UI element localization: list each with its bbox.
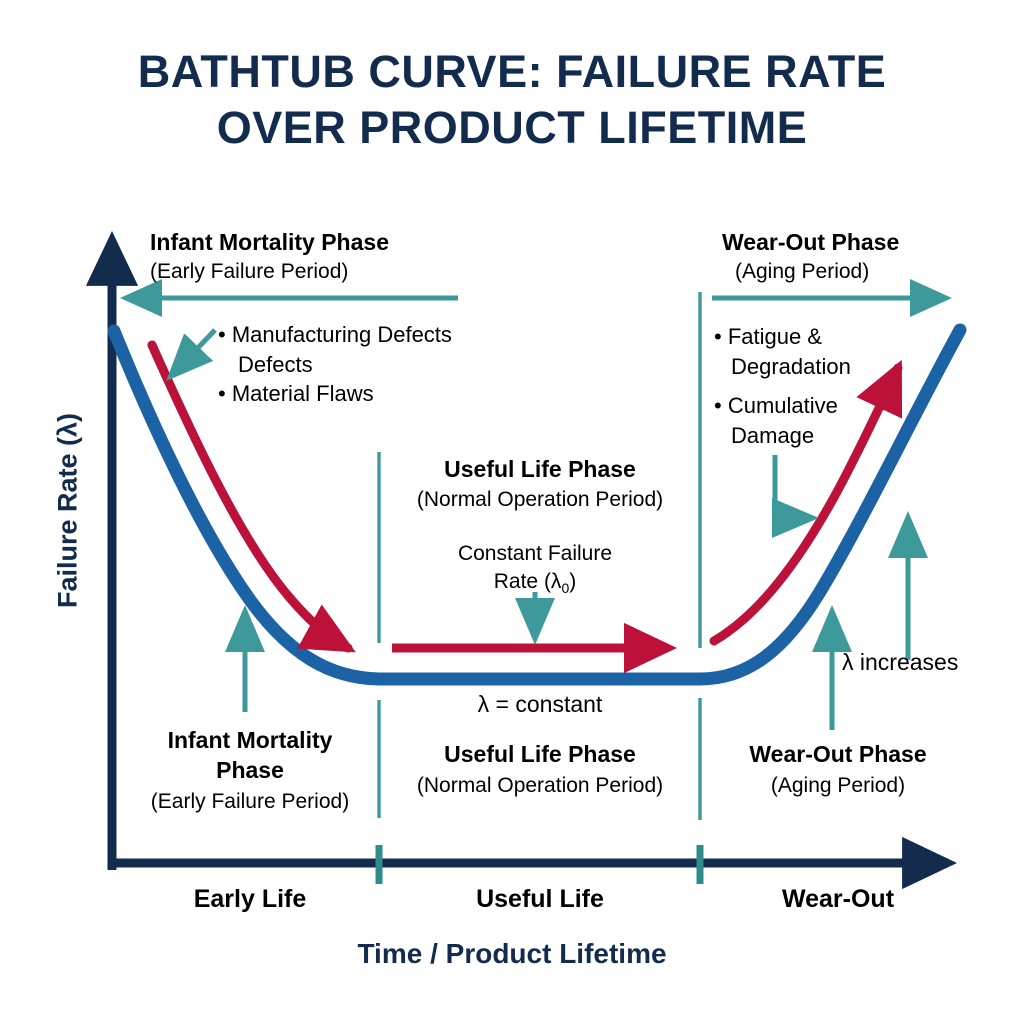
useful-phase-subheading: (Normal Operation Period): [416, 488, 664, 511]
cumulative-damage-pointer-arrow: [772, 455, 819, 538]
infant-bottom-heading-line2: Phase: [216, 757, 284, 783]
x-axis-title: Time / Product Lifetime: [357, 938, 667, 969]
wearout-bullet-1: • Fatigue &: [714, 324, 822, 349]
infant-bottom-heading-line1: Infant Mortality: [167, 727, 333, 753]
infant-phase-heading: Infant Mortality Phase: [150, 229, 389, 255]
constant-rate-note-line1: Constant Failure: [457, 542, 613, 565]
title-line-1: BATHTUB CURVE: FAILURE RATE: [137, 46, 887, 97]
infant-bullet-1: • Manufacturing Defects: [218, 322, 452, 347]
useful-bottom-heading: Useful Life Phase: [444, 741, 636, 767]
lambda-increases-caption: λ increases: [842, 649, 959, 675]
constant-rate-note-subscript: 0: [561, 580, 570, 597]
page-title: BATHTUB CURVE: FAILURE RATE OVER PRODUCT…: [0, 44, 1024, 156]
wearout-bottom-heading: Wear-Out Phase: [749, 741, 927, 767]
wearout-phase-subheading: (Aging Period): [735, 260, 870, 283]
lambda-constant-caption: λ = constant: [477, 691, 603, 717]
infant-bottom-subheading: (Early Failure Period): [150, 790, 350, 813]
wearout-bullet-2: • Cumulative: [714, 393, 838, 418]
infant-bullet-1-wrap: Defects: [238, 352, 313, 377]
wearout-bullet-1-wrap: Degradation: [731, 354, 851, 379]
decreasing-rate-arrow-red: [147, 340, 356, 653]
y-axis-title: Failure Rate (λ): [52, 412, 83, 609]
x-tick-label-early-life: Early Life: [193, 885, 307, 913]
increasing-rate-arrow-red: [709, 359, 903, 646]
constant-rate-note-suffix: ): [569, 570, 577, 593]
bathtub-curve-blue: [107, 323, 967, 686]
wearout-bullet-2-wrap: Damage: [731, 423, 815, 448]
infant-bullet-2: • Material Flaws: [218, 381, 374, 406]
phase-divider-group: [375, 292, 704, 884]
wearout-phase-heading: Wear-Out Phase: [722, 229, 900, 255]
title-line-2: OVER PRODUCT LIFETIME: [216, 102, 808, 153]
useful-phase-heading: Useful Life Phase: [444, 456, 636, 482]
wearout-bottom-subheading: (Aging Period): [770, 774, 906, 797]
constant-rate-note-prefix: Rate (λ: [493, 570, 562, 593]
useful-bottom-subheading: (Normal Operation Period): [416, 774, 664, 797]
x-tick-label-wear-out: Wear-Out: [781, 885, 895, 913]
x-tick-label-useful-life: Useful Life: [476, 885, 604, 913]
infant-phase-subheading: (Early Failure Period): [150, 260, 349, 283]
infant-bullet-pointer-arrow: [166, 328, 217, 382]
axis-group: [85, 230, 958, 890]
constant-rate-note-line2: Rate (λ0): [415, 568, 655, 602]
